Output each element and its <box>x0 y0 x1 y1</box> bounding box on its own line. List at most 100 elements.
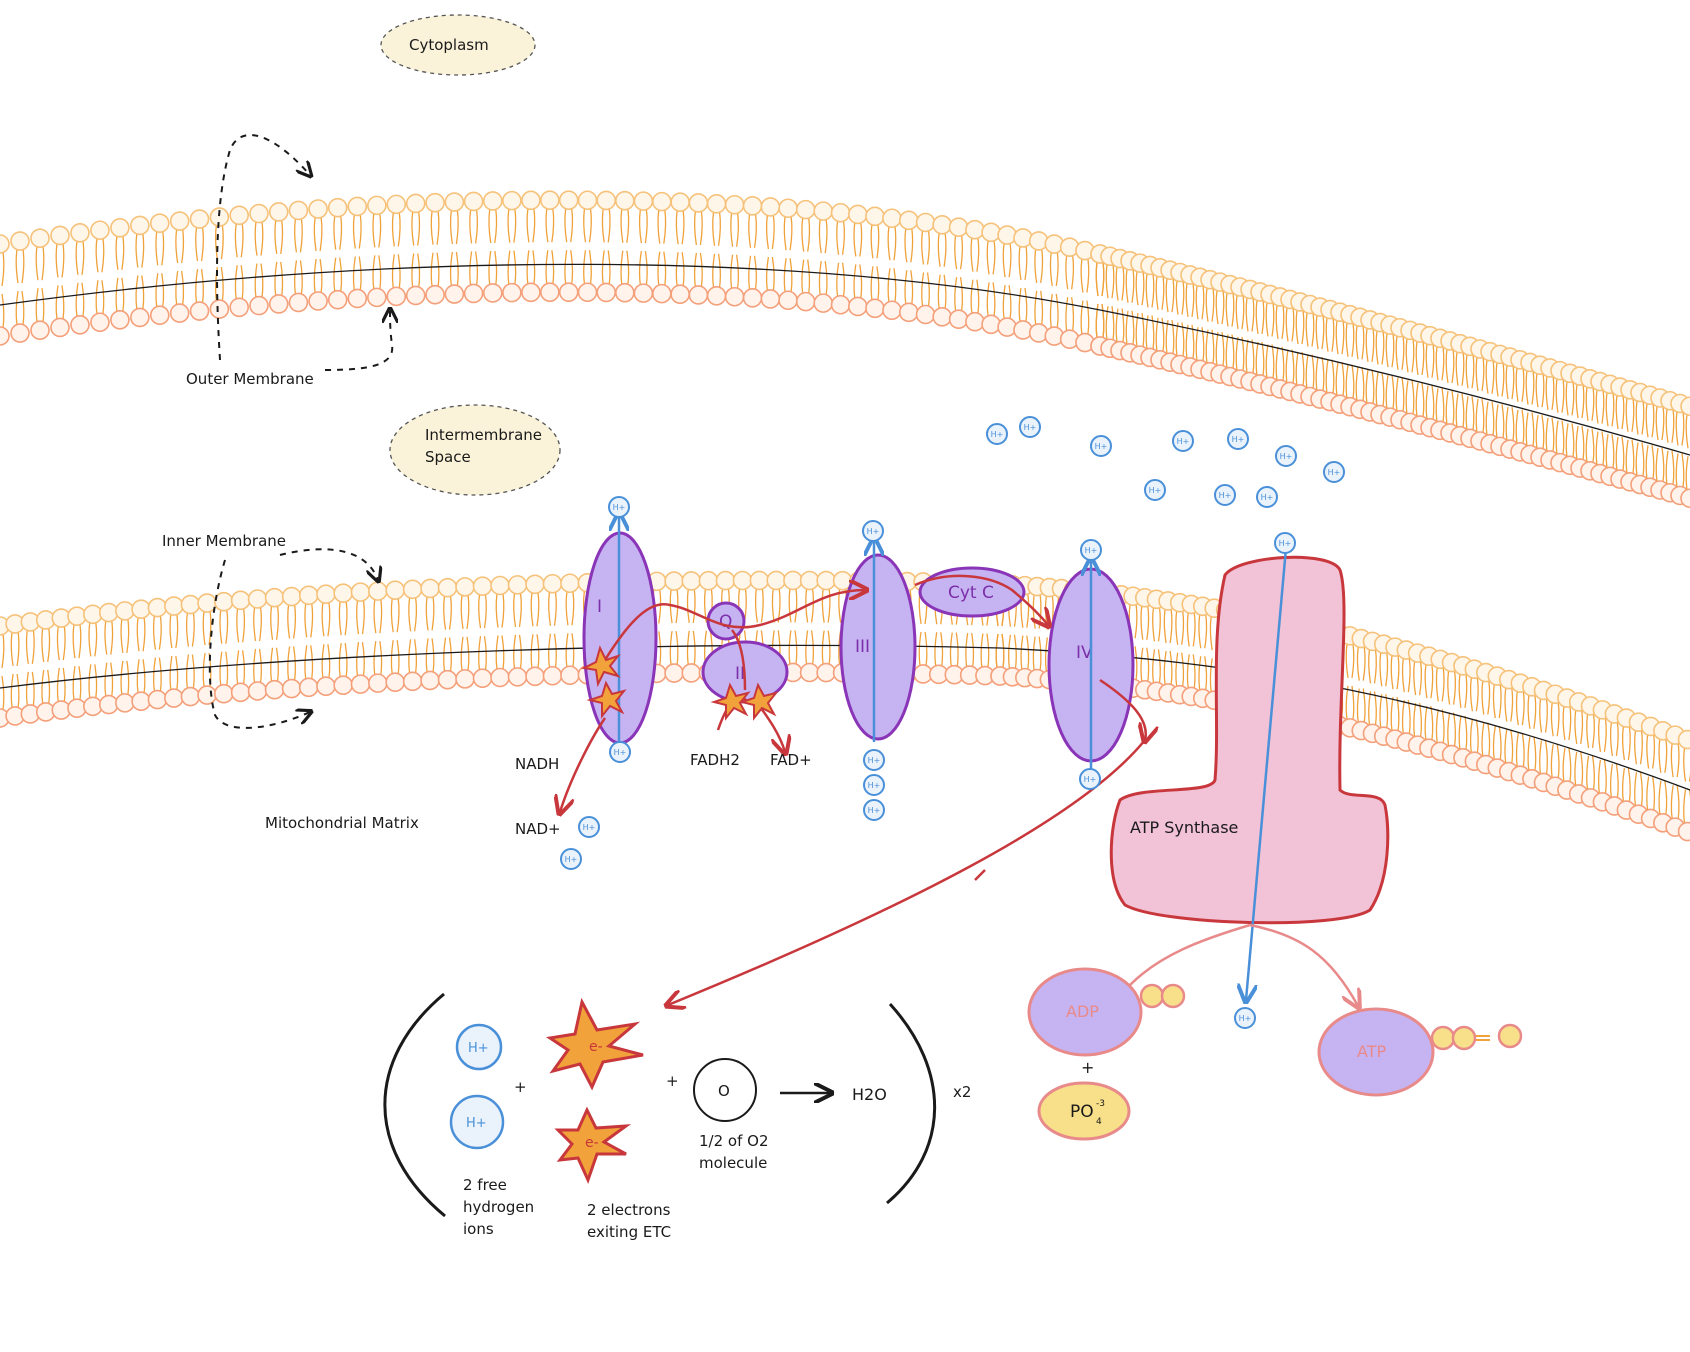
proton-label: H+ <box>868 781 881 790</box>
lipid-tail <box>1458 715 1468 750</box>
lipid-tail <box>1295 309 1305 345</box>
lipid-tail <box>1225 292 1235 327</box>
lipid-tail <box>425 596 435 631</box>
lipid-tail <box>954 277 964 312</box>
lipid-tail <box>887 226 897 261</box>
svg-text:PO: PO <box>1070 1102 1094 1122</box>
lipid-head <box>350 674 371 694</box>
lipid-head <box>816 570 836 591</box>
lipid-tail <box>1356 688 1366 723</box>
caption-hydrogen-2: hydrogen <box>463 1198 534 1216</box>
lipid-head <box>0 326 10 346</box>
lipid-head <box>90 220 110 241</box>
lipid-tail <box>1485 401 1495 436</box>
lipid-tail <box>104 662 114 697</box>
lipid-tail <box>95 238 105 273</box>
lipid-tail <box>1105 306 1115 341</box>
lipid-head <box>298 677 319 698</box>
lipid-tail <box>1095 261 1105 297</box>
lipid-tail <box>1335 362 1345 397</box>
lipid-head <box>1677 729 1690 750</box>
lipid-head <box>98 602 119 623</box>
lipid-head <box>795 199 816 220</box>
lipid-tail <box>1365 369 1375 404</box>
lipid-tail <box>1575 425 1585 461</box>
lipid-tail <box>270 605 279 640</box>
lipid-head <box>164 688 184 708</box>
multiplier: x2 <box>953 1083 971 1101</box>
lipid-tail <box>1515 367 1525 402</box>
lipid-head <box>915 212 936 233</box>
electron-stars-complex-i <box>580 645 627 719</box>
lipid-tail <box>55 285 65 320</box>
lipid-tail <box>1145 273 1155 308</box>
outer-membrane-midline <box>0 263 1690 456</box>
lipid-head <box>542 665 563 686</box>
lipid-tail <box>72 666 82 701</box>
lipid-tail <box>1285 307 1295 342</box>
lipid-head <box>169 303 190 323</box>
caption-hydrogen-3: ions <box>463 1220 494 1238</box>
lipid-tail <box>202 610 212 646</box>
lipid-tail <box>1185 282 1195 317</box>
lipid-tail <box>10 673 20 709</box>
lipid-head <box>915 304 936 325</box>
lipid-tail <box>120 618 130 653</box>
proton <box>578 816 600 838</box>
lipid-head <box>670 284 690 305</box>
lipid-tail <box>1550 744 1560 779</box>
svg-text:Cytoplasm: Cytoplasm <box>409 36 489 54</box>
lipid-head <box>615 282 635 303</box>
lipid-tail <box>1295 351 1305 387</box>
lipid-tail <box>1395 377 1405 412</box>
lipid-head <box>420 670 440 691</box>
lipid-tail <box>1275 304 1285 340</box>
lipid-head <box>664 571 684 591</box>
lipid-tail <box>219 609 229 644</box>
lipid-tail <box>1481 680 1491 715</box>
lipid-head <box>367 287 387 308</box>
lipid-tail <box>1445 348 1455 384</box>
lipid-tail <box>904 228 914 263</box>
lipid-tail <box>937 232 947 267</box>
proton-label: H+ <box>867 527 880 536</box>
lipid-tail <box>1646 776 1656 811</box>
lipid-tail <box>1245 339 1255 374</box>
lipid-tail <box>1145 315 1155 350</box>
lipid-tail <box>234 265 244 300</box>
lipid-head <box>865 206 885 227</box>
lipid-head <box>783 570 803 591</box>
lipid-tail <box>870 224 880 259</box>
lipid-tail <box>1195 327 1205 362</box>
lipid-tail <box>75 240 85 275</box>
lipid-head <box>652 283 672 304</box>
lipid-tail <box>169 655 179 691</box>
lipid-head <box>865 298 885 319</box>
proton-label: H+ <box>1095 442 1108 451</box>
lipid-head <box>230 682 251 703</box>
lipid-tail <box>1435 346 1445 381</box>
lipid-head <box>577 282 598 303</box>
lipid-head <box>425 192 445 213</box>
lipid-head <box>813 293 833 313</box>
lipid-tail <box>1424 664 1434 699</box>
lipid-tail <box>818 219 828 254</box>
lipid-tail <box>818 261 828 296</box>
lipid-head <box>405 285 426 306</box>
svg-text:O: O <box>718 1082 730 1100</box>
lipid-tail <box>870 266 880 301</box>
lipid-head <box>507 667 528 687</box>
lipid-tail <box>1435 709 1445 744</box>
lipid-tail <box>545 208 555 243</box>
lipid-tail <box>373 599 383 634</box>
plus-sign-2: + <box>666 1072 679 1090</box>
lipid-head <box>525 666 545 687</box>
cytoplasm-label: Cytoplasm <box>380 14 536 76</box>
lipid-tail <box>675 210 685 245</box>
lipid-head <box>308 199 328 219</box>
lipid-head <box>507 575 528 595</box>
svg-text:ATP Synthase: ATP Synthase <box>1130 818 1238 837</box>
svg-text:Inner Membrane: Inner Membrane <box>162 532 286 550</box>
lipid-tail <box>526 250 536 285</box>
lipid-tail <box>986 240 996 275</box>
